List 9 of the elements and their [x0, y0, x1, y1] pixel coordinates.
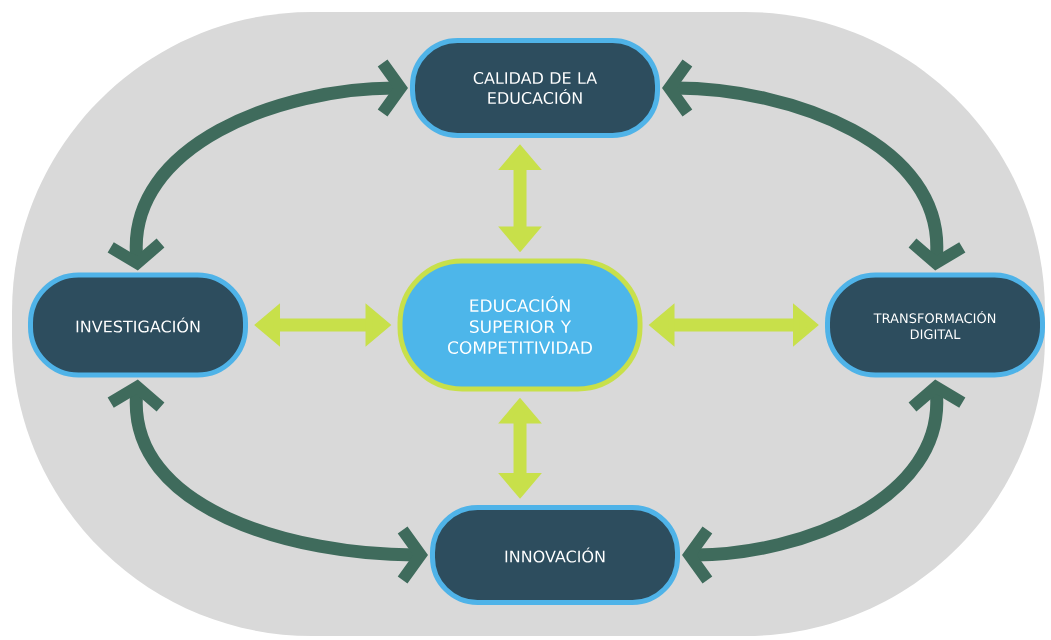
topic-box: INNOVACIÓN [430, 505, 680, 605]
topic-box: TRANSFORMACIÓN DIGITAL [825, 272, 1045, 378]
curved-double-arrow [107, 59, 408, 271]
central-box: EDUCACIÓN SUPERIOR Y COMPETITIVIDAD [397, 258, 643, 392]
curved-double-arrow [107, 379, 428, 584]
topic-box: CALIDAD DE LA EDUCACIÓN [410, 38, 660, 138]
topic-box: INVESTIGACIÓN [28, 272, 248, 378]
curved-double-arrow [662, 59, 966, 271]
curved-double-arrow [682, 379, 966, 584]
